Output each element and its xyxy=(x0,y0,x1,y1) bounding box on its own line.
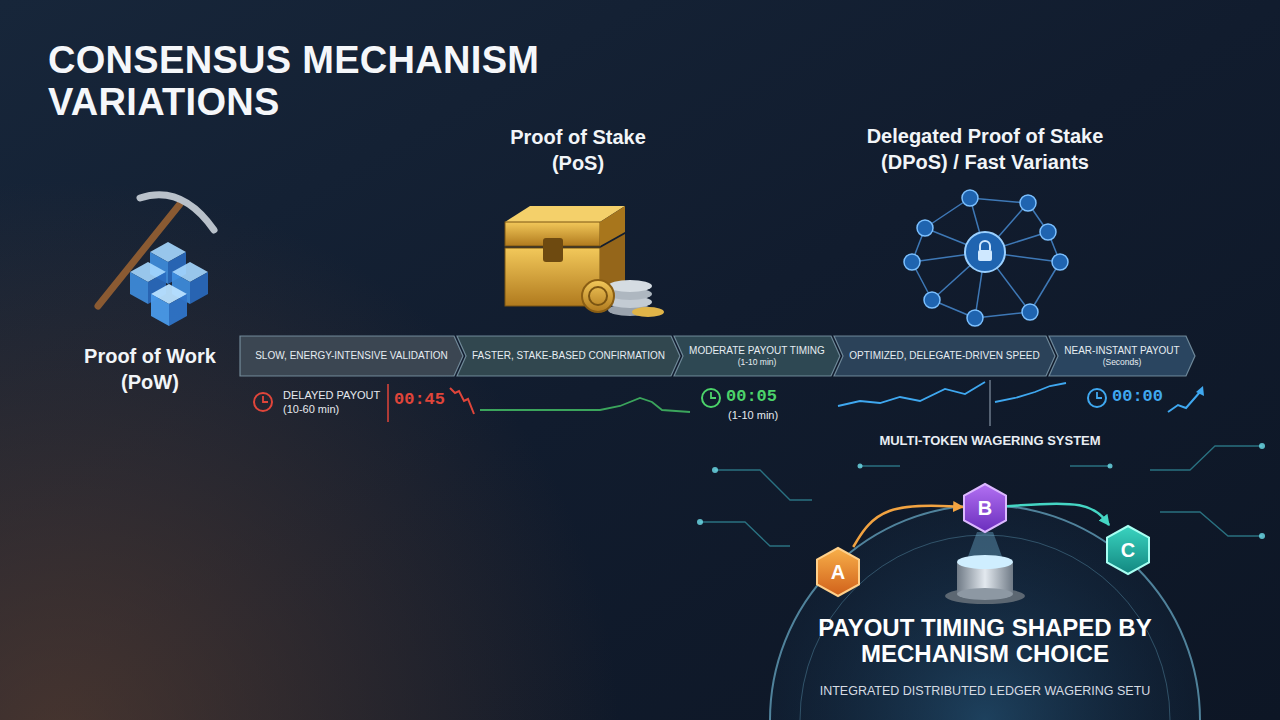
mechanism-heading: Proof of Work (PoW) xyxy=(65,343,235,395)
hexagon-shape xyxy=(1107,526,1149,574)
clock-hands xyxy=(1097,392,1102,398)
mechanism-heading: Delegated Proof of Stake (DPoS) / Fast V… xyxy=(840,123,1130,175)
token-letter: B xyxy=(978,496,992,520)
pedestal-bottom xyxy=(957,588,1013,600)
cube-left xyxy=(151,294,169,326)
hexagon-shape xyxy=(964,484,1006,532)
stage-text: SLOW, ENERGY-INTENSIVE VALIDATION xyxy=(255,350,448,362)
divider-line xyxy=(387,384,389,422)
cube-right xyxy=(169,294,187,326)
stage-text: MODERATE PAYOUT TIMING xyxy=(689,345,825,357)
circuit-dot xyxy=(712,467,718,473)
flow-arrow xyxy=(853,506,963,547)
chest-lock xyxy=(543,238,563,262)
timing-note: DELAYED PAYOUT (10-60 min) xyxy=(283,389,383,417)
stage-text: FASTER, STAKE-BASED CONFIRMATION xyxy=(472,350,665,362)
hexagon-shape xyxy=(817,548,859,596)
lock-icon xyxy=(980,241,990,250)
clock-icon xyxy=(254,393,272,411)
title: CONSENSUS MECHANISM VARIATIONS xyxy=(48,40,608,124)
clock-icon xyxy=(702,389,720,407)
flow-arrow xyxy=(1007,504,1109,525)
pedestal-top xyxy=(957,555,1013,569)
token-hexagon: B xyxy=(963,483,1007,533)
network-peer xyxy=(1052,254,1068,270)
pickaxe-head xyxy=(140,195,214,230)
circuit-dot xyxy=(697,519,703,525)
divider-line xyxy=(989,380,990,426)
network-peers xyxy=(904,190,1068,326)
stage-text: NEAR-INSTANT PAYOUT xyxy=(1064,345,1179,357)
clock-icon xyxy=(1088,389,1106,407)
node-outline xyxy=(674,336,840,376)
circuit-dots xyxy=(697,443,1265,539)
mechanism-heading: Proof of Stake (PoS) xyxy=(493,124,663,176)
stage-arrow: MODERATE PAYOUT TIMING(1-10 min) xyxy=(674,336,840,376)
stage-subtext: (Seconds) xyxy=(1103,357,1142,367)
stage-arrow-shape xyxy=(674,336,840,376)
stage-arrow: FASTER, STAKE-BASED CONFIRMATION xyxy=(457,336,680,376)
network-peer xyxy=(1020,195,1036,211)
coin xyxy=(582,280,614,312)
lock-icon xyxy=(978,250,992,261)
rising-graph-tip xyxy=(1196,386,1204,396)
network-peer xyxy=(1022,304,1038,320)
timing-note: (1-10 min) xyxy=(728,409,798,422)
summary-subtitle: INTEGRATED DISTRIBUTED LEDGER WAGERING S… xyxy=(785,684,1185,699)
stage-subtext: (1-10 min) xyxy=(738,357,777,367)
coin xyxy=(608,280,652,292)
coin-emboss xyxy=(589,287,607,305)
circuit-line xyxy=(700,522,790,546)
token-hexagon: C xyxy=(1106,525,1150,575)
token-letter: A xyxy=(831,560,845,584)
timer-readout: 00:05 xyxy=(726,387,786,407)
circuit-line xyxy=(1150,446,1262,470)
circuit-line xyxy=(1070,465,1110,466)
dome xyxy=(770,505,1200,720)
node-outline xyxy=(1049,336,1195,376)
stage-arrow-shape xyxy=(834,336,1055,376)
network-peer xyxy=(917,220,933,236)
dome-rim xyxy=(770,505,1200,720)
token-hexagon: A xyxy=(816,547,860,597)
timer-readout: 00:45 xyxy=(394,390,454,410)
stage-arrow-shape xyxy=(457,336,680,376)
timer-readout: 00:00 xyxy=(1112,387,1172,407)
coin xyxy=(632,307,664,317)
network-peer xyxy=(967,310,983,326)
circuit-dot xyxy=(1259,533,1265,539)
network-links xyxy=(912,198,1060,318)
rising-graph xyxy=(1168,392,1200,412)
stage-arrow-shape xyxy=(1049,336,1195,376)
stage-text: OPTIMIZED, DELEGATE-DRIVEN SPEED xyxy=(849,350,1039,362)
stage-arrow: OPTIMIZED, DELEGATE-DRIVEN SPEED xyxy=(834,336,1055,376)
clock-hands xyxy=(711,392,716,398)
network-hub xyxy=(965,232,1005,272)
network-peer xyxy=(1040,224,1056,240)
token-letter: C xyxy=(1121,538,1135,562)
speed-graph xyxy=(838,382,985,406)
system-heading: MULTI-TOKEN WAGERING SYSTEM xyxy=(840,433,1140,449)
clock-hands xyxy=(263,396,268,402)
stake-graph xyxy=(480,398,690,412)
summary-heading: PAYOUT TIMING SHAPED BY MECHANISM CHOICE xyxy=(815,615,1155,668)
falling-graph xyxy=(450,388,474,414)
circuit-line xyxy=(715,470,812,500)
speed-graph xyxy=(995,383,1066,402)
cube-right xyxy=(190,272,208,304)
stage-arrow: SLOW, ENERGY-INTENSIVE VALIDATION xyxy=(240,336,463,376)
circuit-dot xyxy=(1259,443,1265,449)
stage-arrow-shape xyxy=(240,336,463,376)
network-peer xyxy=(904,254,920,270)
circuit-line xyxy=(1160,512,1262,536)
circuit-dot xyxy=(1108,464,1113,469)
cube-left xyxy=(130,272,148,304)
circuit-dot xyxy=(858,464,863,469)
network-peer xyxy=(962,190,978,206)
stage-arrow: NEAR-INSTANT PAYOUT(Seconds) xyxy=(1049,336,1195,376)
circuit-line xyxy=(860,465,900,466)
network-peer xyxy=(924,292,940,308)
